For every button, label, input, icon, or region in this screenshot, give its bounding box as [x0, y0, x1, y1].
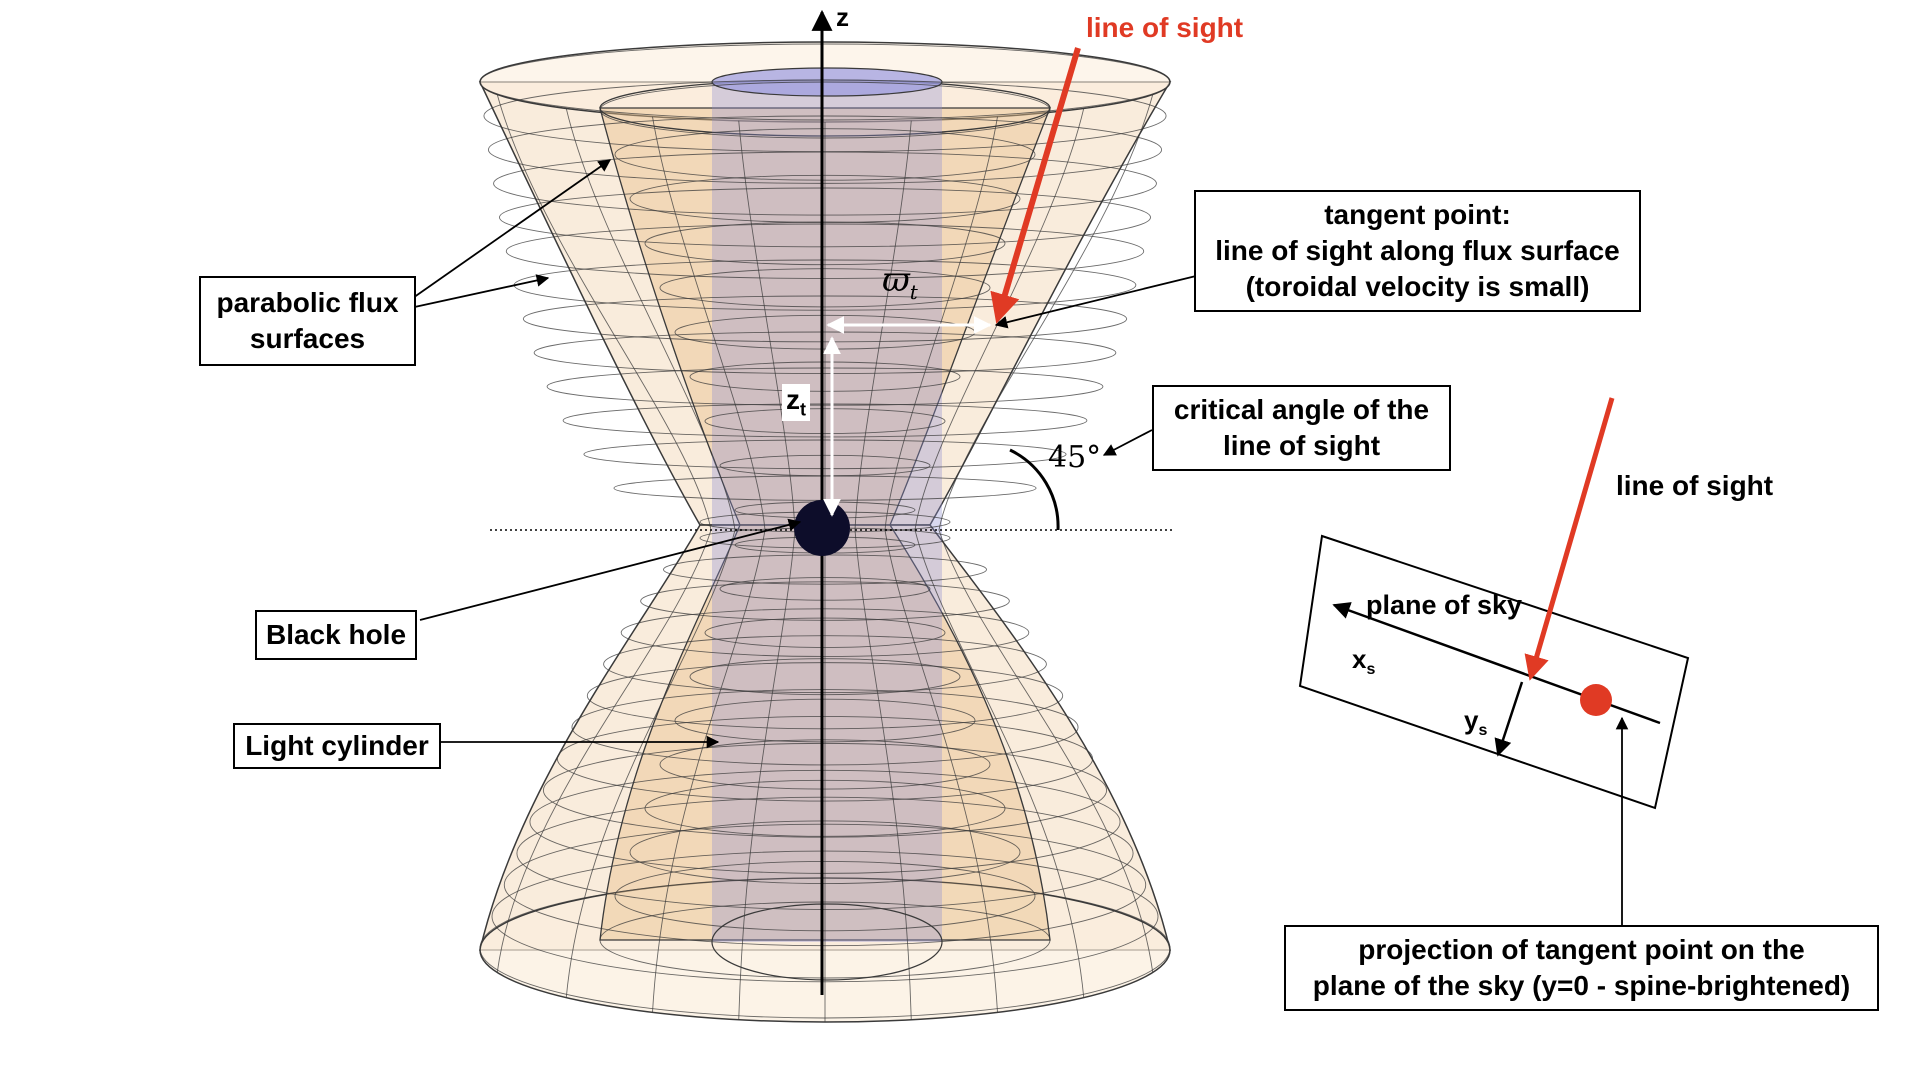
- black-hole-box: Black hole: [255, 610, 417, 660]
- light-cylinder-box: Light cylinder: [233, 723, 441, 769]
- mesh-meridian: [565, 108, 736, 998]
- mesh-meridian: [938, 94, 1154, 973]
- line-of-sight-top-label: line of sight: [1086, 12, 1244, 43]
- critical-angle-arc: [1009, 448, 1060, 531]
- critical-callout-arrow: [1102, 429, 1153, 456]
- parabolic-callout-arrow-1: [409, 159, 612, 301]
- y-s-label: ys: [1464, 705, 1488, 740]
- z-t-label: zt: [782, 384, 810, 421]
- plane-of-sky-rectangle: [1298, 534, 1690, 810]
- tangent-point-projection: [1580, 684, 1612, 716]
- line-of-sight-right-label: line of sight: [1616, 470, 1774, 501]
- tangent-point-box: tangent point: line of sight along flux …: [1194, 190, 1641, 312]
- line-of-sight-arrow-main: [990, 47, 1081, 324]
- line-of-sight-arrow-inset: [1524, 397, 1615, 681]
- tangent-callout-arrow: [994, 275, 1197, 329]
- omega-t-label: ϖt: [882, 260, 918, 304]
- black-hole-callout-arrow: [419, 518, 802, 621]
- plane-of-sky-label: plane of sky: [1366, 590, 1523, 620]
- parabolic-flux-surfaces-box: parabolic flux surfaces: [199, 276, 416, 366]
- projection-box: projection of tangent point on the plane…: [1284, 925, 1879, 1011]
- angle-45-label: 45°: [1048, 440, 1102, 475]
- x-s-label: xs: [1352, 644, 1376, 679]
- mesh-ring: [479, 43, 1171, 121]
- critical-angle-box: critical angle of the line of sight: [1152, 385, 1451, 471]
- y-s-axis: [1494, 681, 1524, 757]
- z-axis-label: z: [836, 2, 849, 32]
- black-hole: [794, 500, 850, 556]
- plane-of-sky-inset: [1298, 397, 1690, 925]
- parabolic-callout-arrow-2: [409, 274, 550, 309]
